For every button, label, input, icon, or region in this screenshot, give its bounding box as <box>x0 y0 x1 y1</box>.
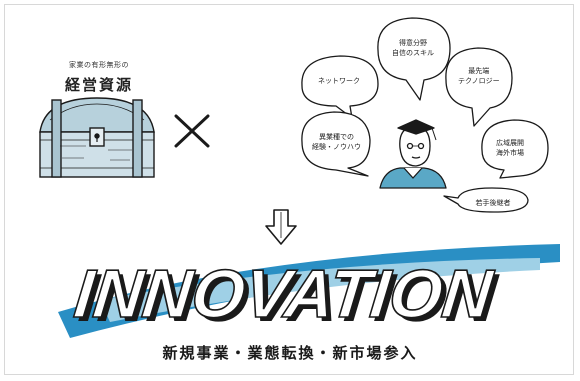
bubble-text-experience: 異業種での 経験・ノウハウ <box>312 133 361 151</box>
thought-bubble-overseas <box>481 119 549 179</box>
treasure-chest-icon <box>39 97 155 178</box>
multiply-icon <box>174 114 210 148</box>
innovation-wordmark: INNOVATION INNOVATION <box>70 258 502 336</box>
bubble-text-skills: 得意分野 自信のスキル <box>392 39 434 57</box>
bubble-text-overseas: 広域展開 海外市場 <box>496 139 524 157</box>
innovation-swoosh <box>58 244 560 338</box>
diagram-frame <box>4 4 574 375</box>
person-label: 若手後継者 <box>475 199 511 207</box>
thought-bubble-technology <box>445 47 513 127</box>
down-arrow-icon <box>265 209 297 245</box>
thought-bubble-skills <box>377 17 451 101</box>
speaker-bubble <box>443 187 529 213</box>
thought-bubble-experience <box>301 111 371 177</box>
innovation-shadow: INNOVATION <box>75 260 501 336</box>
innovation-subtitle: 新規事業・業態転換・新市場参入 <box>162 344 418 362</box>
young-successor-figure <box>379 119 447 189</box>
thought-bubble-network <box>301 55 379 119</box>
bubble-text-technology: 最先端 テクノロジー <box>458 67 500 85</box>
innovation-text: INNOVATION <box>71 258 497 332</box>
resource-caption: 家業の有形無形の <box>69 61 129 69</box>
resource-title: 経営資源 <box>64 76 133 94</box>
bubble-text-network: ネットワーク <box>318 77 360 85</box>
